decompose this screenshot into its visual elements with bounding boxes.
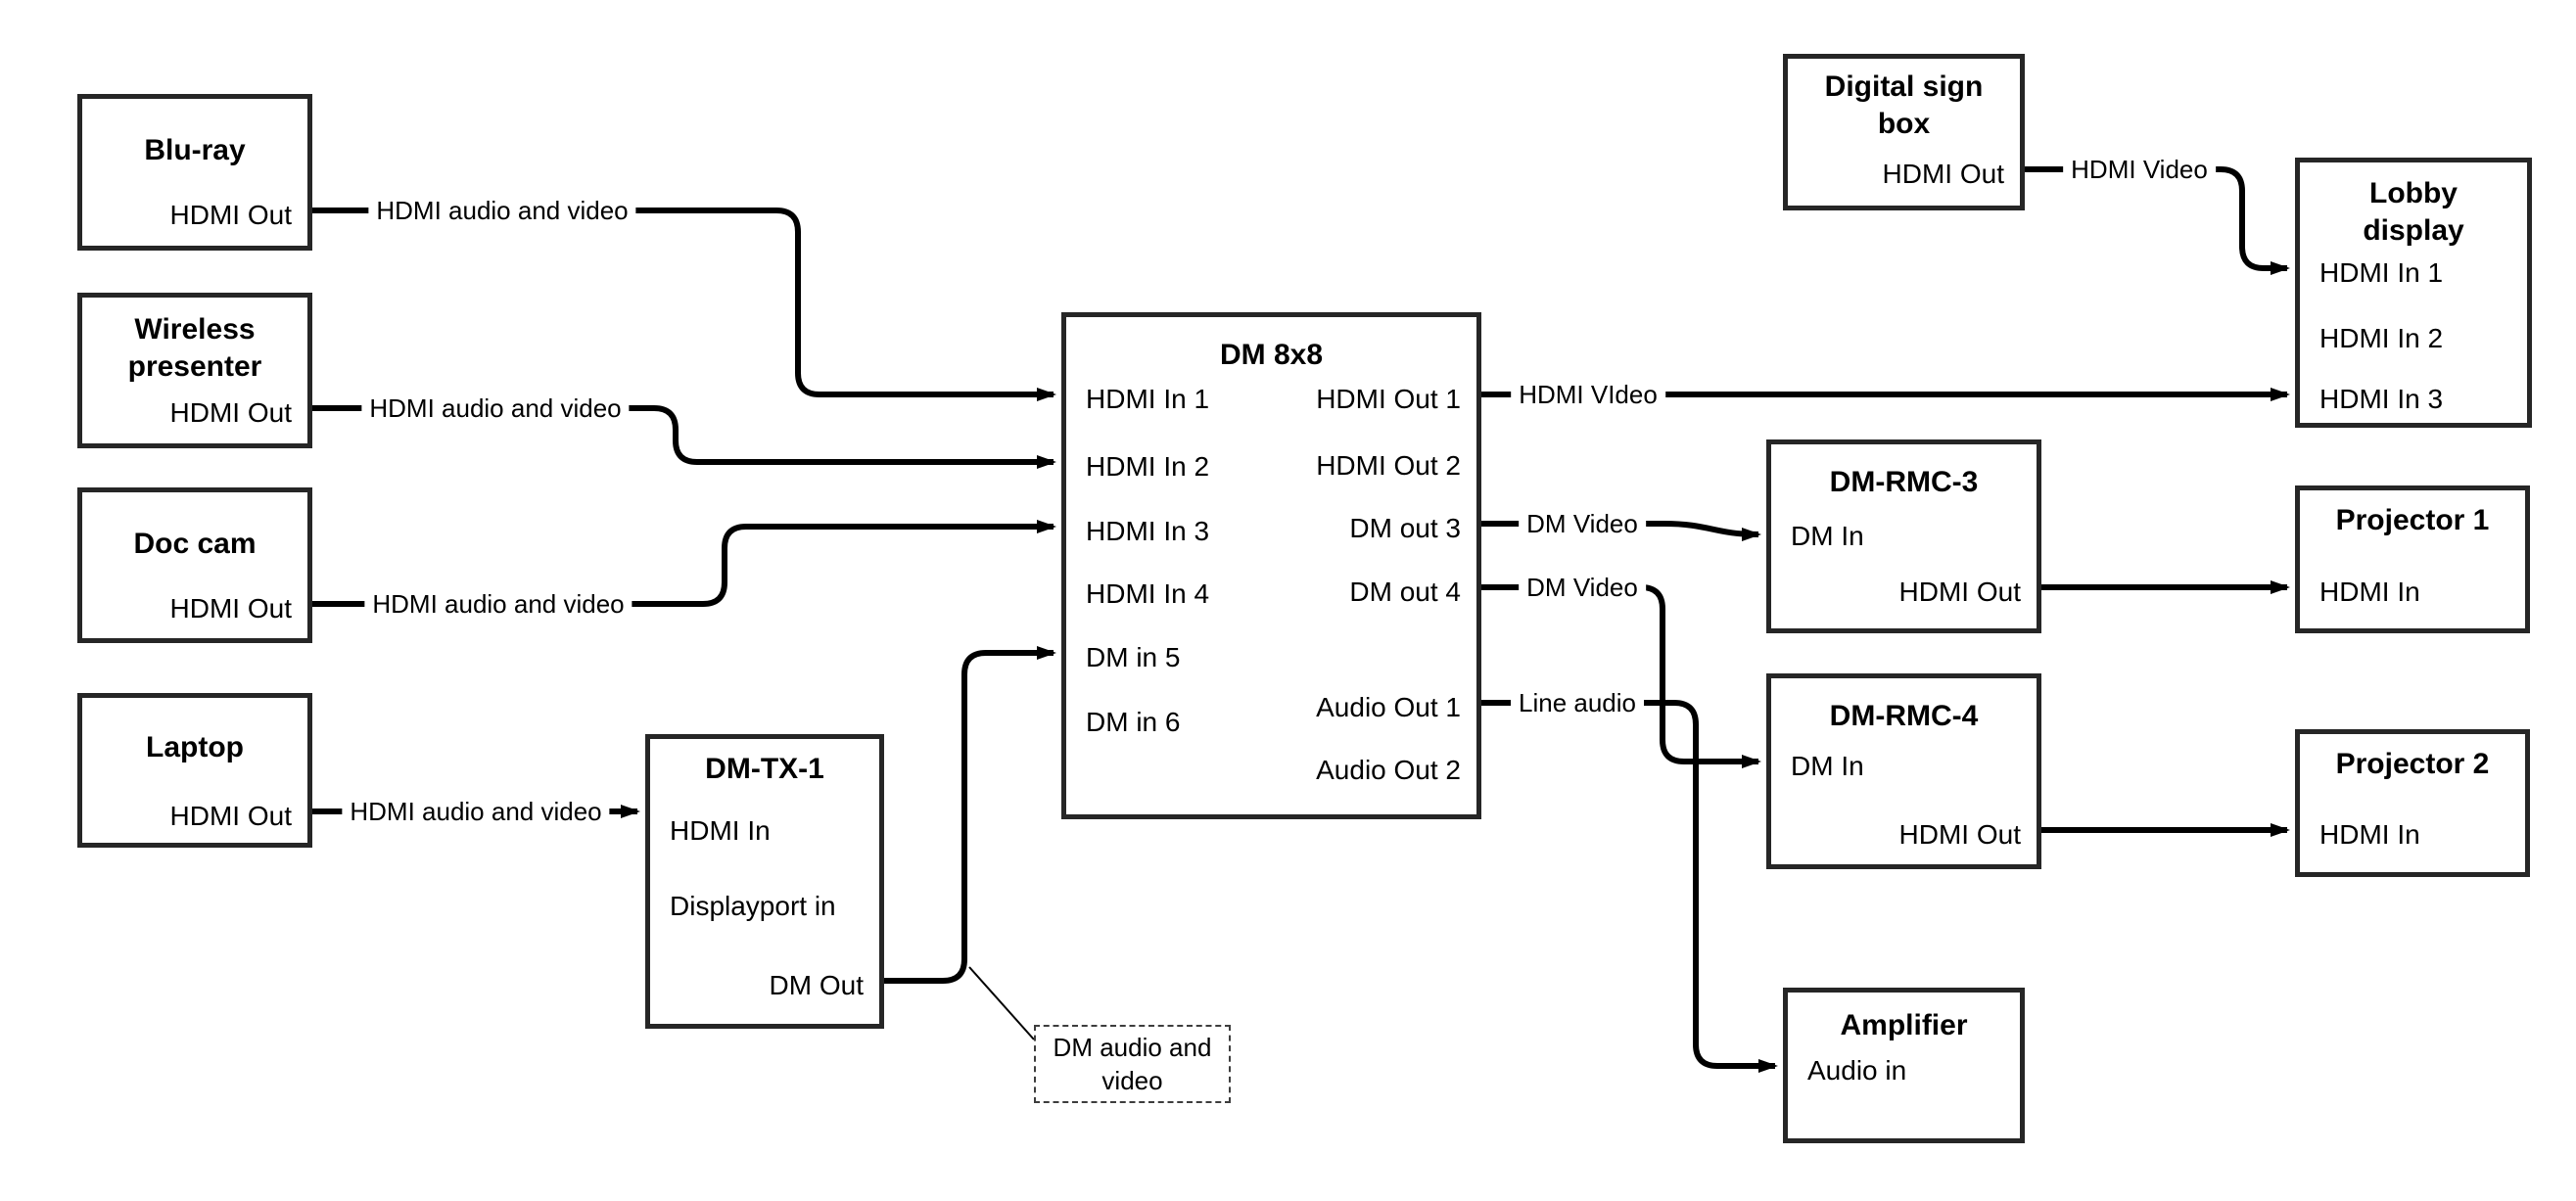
port-hdmi-in-1: HDMI In 1 xyxy=(2319,257,2444,288)
port-hdmi-in-3: HDMI In 3 xyxy=(2319,384,2444,414)
wire-label-dm-video-out4: DM Video xyxy=(1519,572,1646,603)
node-title: Lobby display xyxy=(2363,177,2464,247)
node-projector-2: Projector 2 HDMI In xyxy=(2295,729,2530,877)
wire-label-hdmi-av-wireless: HDMI audio and video xyxy=(361,393,630,424)
port-hdmi-out: HDMI Out xyxy=(169,801,292,831)
port-dm-out-3: DM out 3 xyxy=(1349,513,1461,543)
node-wireless-presenter: Wireless presenter HDMI Out xyxy=(77,293,312,448)
node-title: DM-RMC-4 xyxy=(1829,700,1979,732)
node-digital-sign-box: Digital sign box HDMI Out xyxy=(1783,54,2025,210)
node-title: Doc cam xyxy=(133,528,257,560)
wire-label-hdmi-av-doccam: HDMI audio and video xyxy=(364,588,632,620)
node-amplifier: Amplifier Audio in xyxy=(1783,988,2025,1143)
node-title: Amplifier xyxy=(1840,1009,1968,1041)
node-title: Wireless presenter xyxy=(127,313,262,383)
note-dm-audio-and-video: DM audio and video xyxy=(1034,1025,1231,1103)
node-lobby-display: Lobby display HDMI In 1 HDMI In 2 HDMI I… xyxy=(2295,158,2532,428)
port-hdmi-out: HDMI Out xyxy=(1882,159,2004,189)
port-hdmi-in-4: HDMI In 4 xyxy=(1086,578,1210,609)
port-hdmi-out: HDMI Out xyxy=(169,397,292,428)
node-title: Blu-ray xyxy=(144,134,246,166)
node-title: Projector 2 xyxy=(2335,748,2490,780)
wire-dmtx1-dmout-to-dm8x8-dm-in-5 xyxy=(884,646,1056,984)
wire-label-hdmi-video-sign: HDMI Video xyxy=(2063,154,2216,185)
wire-dm8x8-dmout3-to-rmc3-dm-in xyxy=(1481,521,1761,541)
port-hdmi-in-2: HDMI In 2 xyxy=(1086,451,1210,482)
port-hdmi-in-3: HDMI In 3 xyxy=(1086,516,1210,546)
wire-label-line-audio: Line audio xyxy=(1511,687,1644,718)
port-dm-in-5: DM in 5 xyxy=(1086,642,1181,672)
node-title: Projector 1 xyxy=(2335,504,2490,536)
note-text: DM audio and video xyxy=(1053,1033,1212,1095)
note-callout-line xyxy=(968,966,1035,1040)
wire-label-hdmi-av-bluray: HDMI audio and video xyxy=(368,195,636,226)
port-hdmi-in-1: HDMI In 1 xyxy=(1086,384,1210,414)
port-audio-out-2: Audio Out 2 xyxy=(1316,755,1461,785)
wire-dm8x8-audioout1-to-amplifier xyxy=(1481,700,1778,1073)
port-dm-in: DM In xyxy=(1791,521,1864,551)
node-projector-1: Projector 1 HDMI In xyxy=(2295,485,2530,633)
port-hdmi-in: HDMI In xyxy=(2319,577,2420,607)
wire-label-hdmi-video-out1: HDMI VIdeo xyxy=(1511,379,1665,410)
port-hdmi-out: HDMI Out xyxy=(169,200,292,230)
port-hdmi-out-2: HDMI Out 2 xyxy=(1316,450,1461,481)
node-title: DM 8x8 xyxy=(1219,339,1324,371)
wire-label-hdmi-av-laptop: HDMI audio and video xyxy=(342,796,610,827)
node-blu-ray: Blu-ray HDMI Out xyxy=(77,94,312,251)
port-hdmi-out: HDMI Out xyxy=(169,593,292,624)
port-dm-in-6: DM in 6 xyxy=(1086,707,1181,737)
node-dm-tx-1: DM-TX-1 HDMI In Displayport in DM Out xyxy=(645,734,884,1029)
node-dm-rmc-4: DM-RMC-4 DM In HDMI Out xyxy=(1766,673,2041,869)
port-audio-in: Audio in xyxy=(1807,1055,1907,1086)
port-audio-out-1: Audio Out 1 xyxy=(1316,692,1461,722)
wire-label-dm-video-out3: DM Video xyxy=(1519,508,1646,539)
wire-dm8x8-dmout4-to-rmc4-dm-in xyxy=(1481,584,1761,768)
port-hdmi-out-1: HDMI Out 1 xyxy=(1316,384,1461,414)
port-hdmi-out: HDMI Out xyxy=(1898,819,2021,850)
node-title: DM-RMC-3 xyxy=(1829,466,1979,498)
port-hdmi-in-2: HDMI In 2 xyxy=(2319,323,2444,353)
node-laptop: Laptop HDMI Out xyxy=(77,693,312,848)
wire-signbox-to-lobby-hdmi-in-1 xyxy=(2025,166,2290,275)
port-hdmi-in: HDMI In xyxy=(670,815,771,846)
node-dm-8x8: DM 8x8 HDMI In 1 HDMI In 2 HDMI In 3 HDM… xyxy=(1061,312,1481,819)
port-hdmi-in: HDMI In xyxy=(2319,819,2420,850)
wire-bluray-to-dm8x8-hdmi-in-1 xyxy=(312,208,1056,401)
port-displayport-in: Displayport in xyxy=(670,891,836,921)
node-dm-rmc-3: DM-RMC-3 DM In HDMI Out xyxy=(1766,439,2041,633)
node-title: Laptop xyxy=(146,731,244,763)
node-title: DM-TX-1 xyxy=(705,753,824,785)
port-dm-out-4: DM out 4 xyxy=(1349,577,1461,607)
wire-wireless-to-dm8x8-hdmi-in-2 xyxy=(312,405,1056,469)
port-dm-out: DM Out xyxy=(769,970,864,1000)
port-dm-in: DM In xyxy=(1791,751,1864,781)
node-doc-cam: Doc cam HDMI Out xyxy=(77,487,312,643)
wire-doccam-to-dm8x8-hdmi-in-3 xyxy=(312,520,1056,607)
port-hdmi-out: HDMI Out xyxy=(1898,577,2021,607)
node-title: Digital sign box xyxy=(1824,70,1984,140)
